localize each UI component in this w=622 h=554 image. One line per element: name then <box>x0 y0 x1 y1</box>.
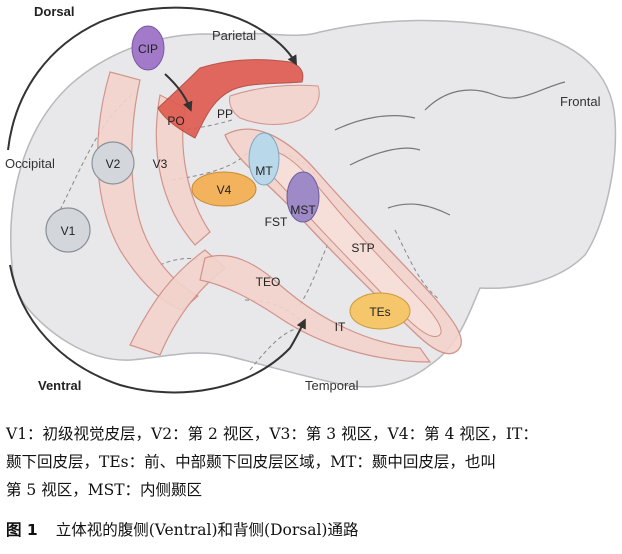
occipital-band-inner <box>155 94 211 246</box>
area-tes-ellipse <box>349 292 411 330</box>
area-cip-ellipse <box>131 25 165 71</box>
dorsal-label: Dorsal <box>34 4 74 19</box>
figure-caption: 图 1 立体视的腹侧(Ventral)和背侧(Dorsal)通路 <box>6 518 618 540</box>
area-fst-label: FST <box>265 215 288 229</box>
area-v1-circle <box>45 207 91 253</box>
gyrus-line <box>424 81 566 111</box>
area-mst-ellipse <box>286 171 320 223</box>
area-mt-ellipse <box>248 132 280 186</box>
ventral-label: Ventral <box>38 378 81 393</box>
area-pp-label: PP <box>217 107 233 121</box>
brain-diagram: Dorsal Ventral Occipital Parietal Fronta… <box>5 4 617 394</box>
gyrus-line <box>334 115 416 131</box>
area-po-region <box>157 59 304 139</box>
cip-to-po-arrow <box>164 73 193 112</box>
temporal-label: Temporal <box>305 378 359 393</box>
area-teo-label: TEO <box>256 275 281 289</box>
area-cip-label: CIP <box>138 42 158 56</box>
area-pp-region <box>229 84 320 125</box>
abbreviation-note-line-3: 第 5 视区，MST：内侧颞区 <box>6 481 203 499</box>
figure-title: 立体视的腹侧(Ventral)和背侧(Dorsal)通路 <box>55 521 359 539</box>
area-tes-label: TEs <box>369 305 390 319</box>
area-v4-label: V4 <box>217 183 232 197</box>
area-v4-ellipse <box>191 171 257 207</box>
area-v2-circle <box>91 141 135 185</box>
area-v2-label: V2 <box>106 157 121 171</box>
pathway-arrow-dorsal <box>7 6 259 151</box>
abbreviation-note-line-2: 颞下回皮层，TEs：前、中部颞下回皮层区域，MT：颞中回皮层，也叫 <box>6 453 496 471</box>
figure-number: 图 1 <box>6 521 38 539</box>
occipital-label: Occipital <box>5 156 55 171</box>
gyrus-line <box>349 147 421 166</box>
area-mst-label: MST <box>290 203 316 217</box>
abbreviation-note-line-1: V1：初级视觉皮层，V2：第 2 视区，V3：第 3 视区，V4：第 4 视区，… <box>6 425 538 443</box>
area-po-label: PO <box>167 114 184 128</box>
area-v3-label: V3 <box>153 157 168 171</box>
area-stp-label: STP <box>351 241 374 255</box>
pathway-arrow-ventral <box>9 264 306 394</box>
sulcus-line <box>394 229 441 301</box>
area-v1-label: V1 <box>61 224 76 238</box>
frontal-label: Frontal <box>560 94 601 109</box>
area-mt-label: MT <box>255 164 273 178</box>
it-band <box>199 254 432 363</box>
gyrus-line <box>387 203 451 216</box>
pathway-arrow-dorsal-head <box>257 27 298 66</box>
parietal-label: Parietal <box>212 28 256 43</box>
area-it-label: IT <box>335 320 346 334</box>
sulcus-line <box>249 327 301 371</box>
